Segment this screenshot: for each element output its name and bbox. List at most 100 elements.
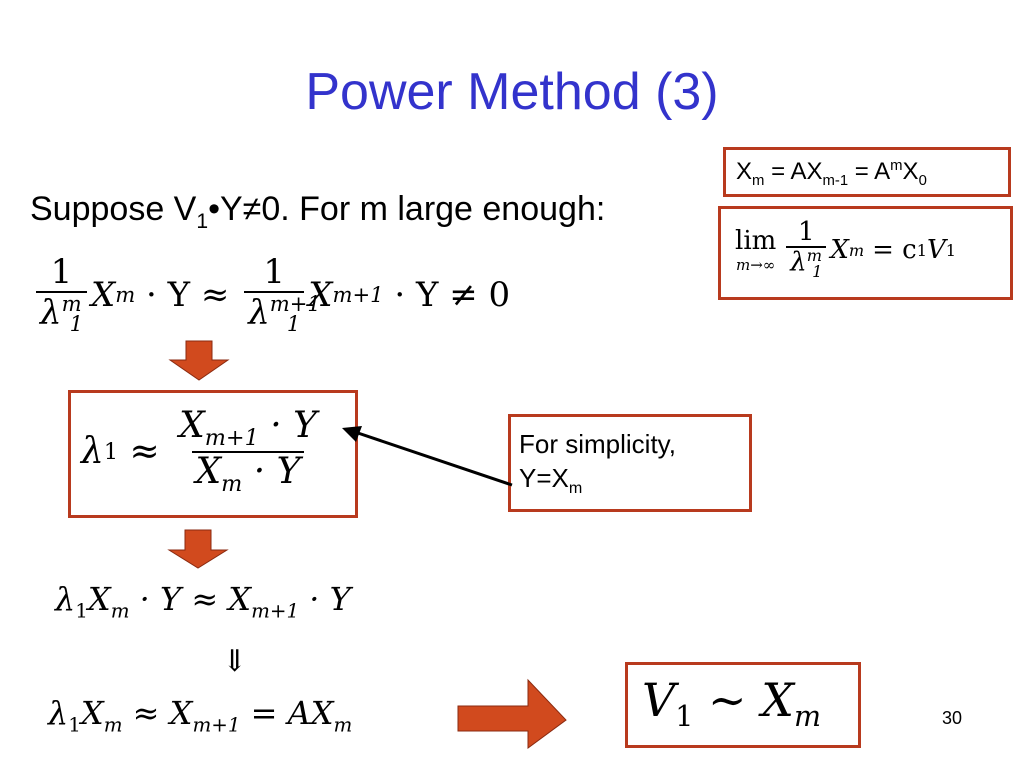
result-x-sub: m — [793, 700, 821, 734]
implies-arrow: ⇓ — [222, 644, 248, 679]
slide-title: Power Method (3) — [305, 63, 719, 121]
eq4-lambda-sub: 1 — [68, 713, 81, 737]
result-x: X — [761, 673, 794, 727]
right-arrow — [457, 678, 567, 749]
lim-subscript: m→∞ — [736, 256, 776, 275]
eq1-left-sup: m — [61, 290, 82, 316]
eq4-mid-sub: m+1 — [192, 713, 241, 737]
eq2-den-x: X — [195, 450, 222, 492]
pointer-arrowhead — [342, 426, 362, 442]
limit-fraction-den: λm1 — [786, 246, 827, 282]
eq1-fraction-left: 1 λm1 — [36, 252, 87, 336]
note-box: For simplicity, Y=Xm — [508, 414, 752, 512]
limit-rhs-c-sub: 1 — [916, 240, 927, 260]
eq3-lambda: λ — [55, 580, 76, 618]
lim-text: lim — [735, 226, 777, 257]
recurrence-sup-m: m — [890, 158, 903, 174]
note-line-2-prefix: Y=X — [519, 463, 569, 493]
recurrence-x: X — [736, 158, 753, 185]
eq3-tail: · Y — [299, 580, 351, 618]
slide-number: 30 — [941, 708, 962, 728]
eq4-x: X — [80, 694, 104, 732]
equation-4: λ1Xm ≈ Xm+1 = AXm — [48, 694, 352, 736]
eq3-lambda-sub: 1 — [75, 599, 88, 623]
result-box: V1 ∼ Xm — [625, 662, 861, 748]
note-line-2-sub: m — [568, 479, 583, 498]
note-text: For simplicity, Y=Xm — [519, 427, 676, 505]
limit-lambda-sup: m — [806, 246, 823, 266]
limit-x: X — [830, 235, 849, 266]
eq2-numerator: Xm+1 · Y — [175, 407, 321, 451]
limit-rhs-c: = c — [872, 235, 917, 266]
eq4-x-sub: m — [103, 713, 123, 737]
recurrence-sub-m-1: m-1 — [822, 172, 849, 189]
eq4-eq: = AX — [240, 694, 334, 732]
eq1-dot-y-approx: · Y ≈ — [135, 274, 241, 315]
recurrence-eq-a: = A — [848, 158, 891, 185]
eq3-mid: · Y ≈ X — [129, 580, 252, 618]
eq2-lambda-sub: 1 — [103, 438, 119, 465]
recurrence-x0: X — [902, 158, 919, 185]
eq1-right-sub: 1 — [286, 310, 301, 336]
eq2-den-tail: · Y — [242, 450, 301, 492]
result-v-sub: 1 — [675, 700, 694, 734]
result-sim: ∼ — [693, 673, 762, 727]
eq1-x-m-sub: m — [115, 282, 136, 308]
limit-lambda-sub: 1 — [812, 262, 823, 282]
recurrence-text: Xm = AXm-1 = AmX0 — [736, 158, 927, 189]
eq3-x-sub: m — [110, 599, 130, 623]
limit-v-sub: 1 — [945, 240, 957, 260]
eq2-fraction: Xm+1 · Y Xm · Y — [175, 407, 321, 496]
eq1-right-den: λm+11 — [244, 290, 321, 336]
eq1-right-lambda: λ — [248, 292, 270, 333]
eq2-lambda: λ — [81, 431, 104, 473]
eq2-den-sub: m — [221, 470, 243, 497]
recurrence-eq-ax: = AX — [764, 158, 823, 185]
eq1-fraction-right: 1 λm+11 — [244, 252, 321, 336]
eq4-lambda: λ — [48, 694, 69, 732]
recurrence-sub-m: m — [752, 172, 765, 189]
eq3-x: X — [87, 580, 111, 618]
recurrence-sub-0: 0 — [918, 172, 927, 189]
eq1-right-sup: m+1 — [269, 290, 321, 316]
eq2-num-sub: m+1 — [204, 425, 259, 452]
eq2-num-tail: · Y — [258, 405, 317, 446]
eq4-eq-sub: m — [333, 713, 353, 737]
eq1-left-sub: 1 — [69, 310, 83, 336]
eq3-mid-sub: m+1 — [251, 599, 300, 623]
suppose-line: Suppose V1•Y≠0. For m large enough: — [30, 190, 605, 234]
suppose-prefix: Suppose V — [30, 190, 197, 228]
eq1-x-m1: X — [308, 274, 333, 315]
down-arrow-2 — [167, 529, 229, 569]
eq1-x-m1-sub: m+1 — [332, 282, 384, 308]
note-line-2: Y=Xm — [519, 461, 676, 505]
limit-fraction-num: 1 — [798, 217, 815, 247]
eq1-tail: · Y ≠ 0 — [383, 274, 511, 315]
eq1-x-m: X — [90, 274, 116, 315]
eq4-mid: ≈ X — [122, 694, 193, 732]
limit-lambda: λ — [790, 247, 807, 278]
limit-v: V — [926, 235, 946, 266]
limit-fraction: 1 λm1 — [786, 217, 827, 282]
result-v: V — [642, 673, 676, 727]
eq2-num-x: X — [179, 405, 205, 446]
lim-operator: lim m→∞ — [735, 226, 776, 274]
eq1-left-den: λm1 — [36, 290, 87, 336]
suppose-sub: 1 — [196, 209, 209, 233]
limit-x-sub: m — [848, 240, 865, 260]
eq2-approx: ≈ — [118, 431, 172, 473]
recurrence-box: Xm = AXm-1 = AmX0 — [723, 147, 1011, 197]
eq1-left-num: 1 — [50, 252, 73, 292]
equation-3: λ1Xm · Y ≈ Xm+1 · Y — [55, 580, 351, 622]
suppose-suffix: •Y≠0. For m large enough: — [208, 190, 606, 228]
pointer-line — [351, 429, 513, 487]
result-formula: V1 ∼ Xm — [642, 673, 821, 733]
eq1-right-num: 1 — [263, 252, 286, 292]
eq1-left-lambda: λ — [40, 292, 62, 333]
